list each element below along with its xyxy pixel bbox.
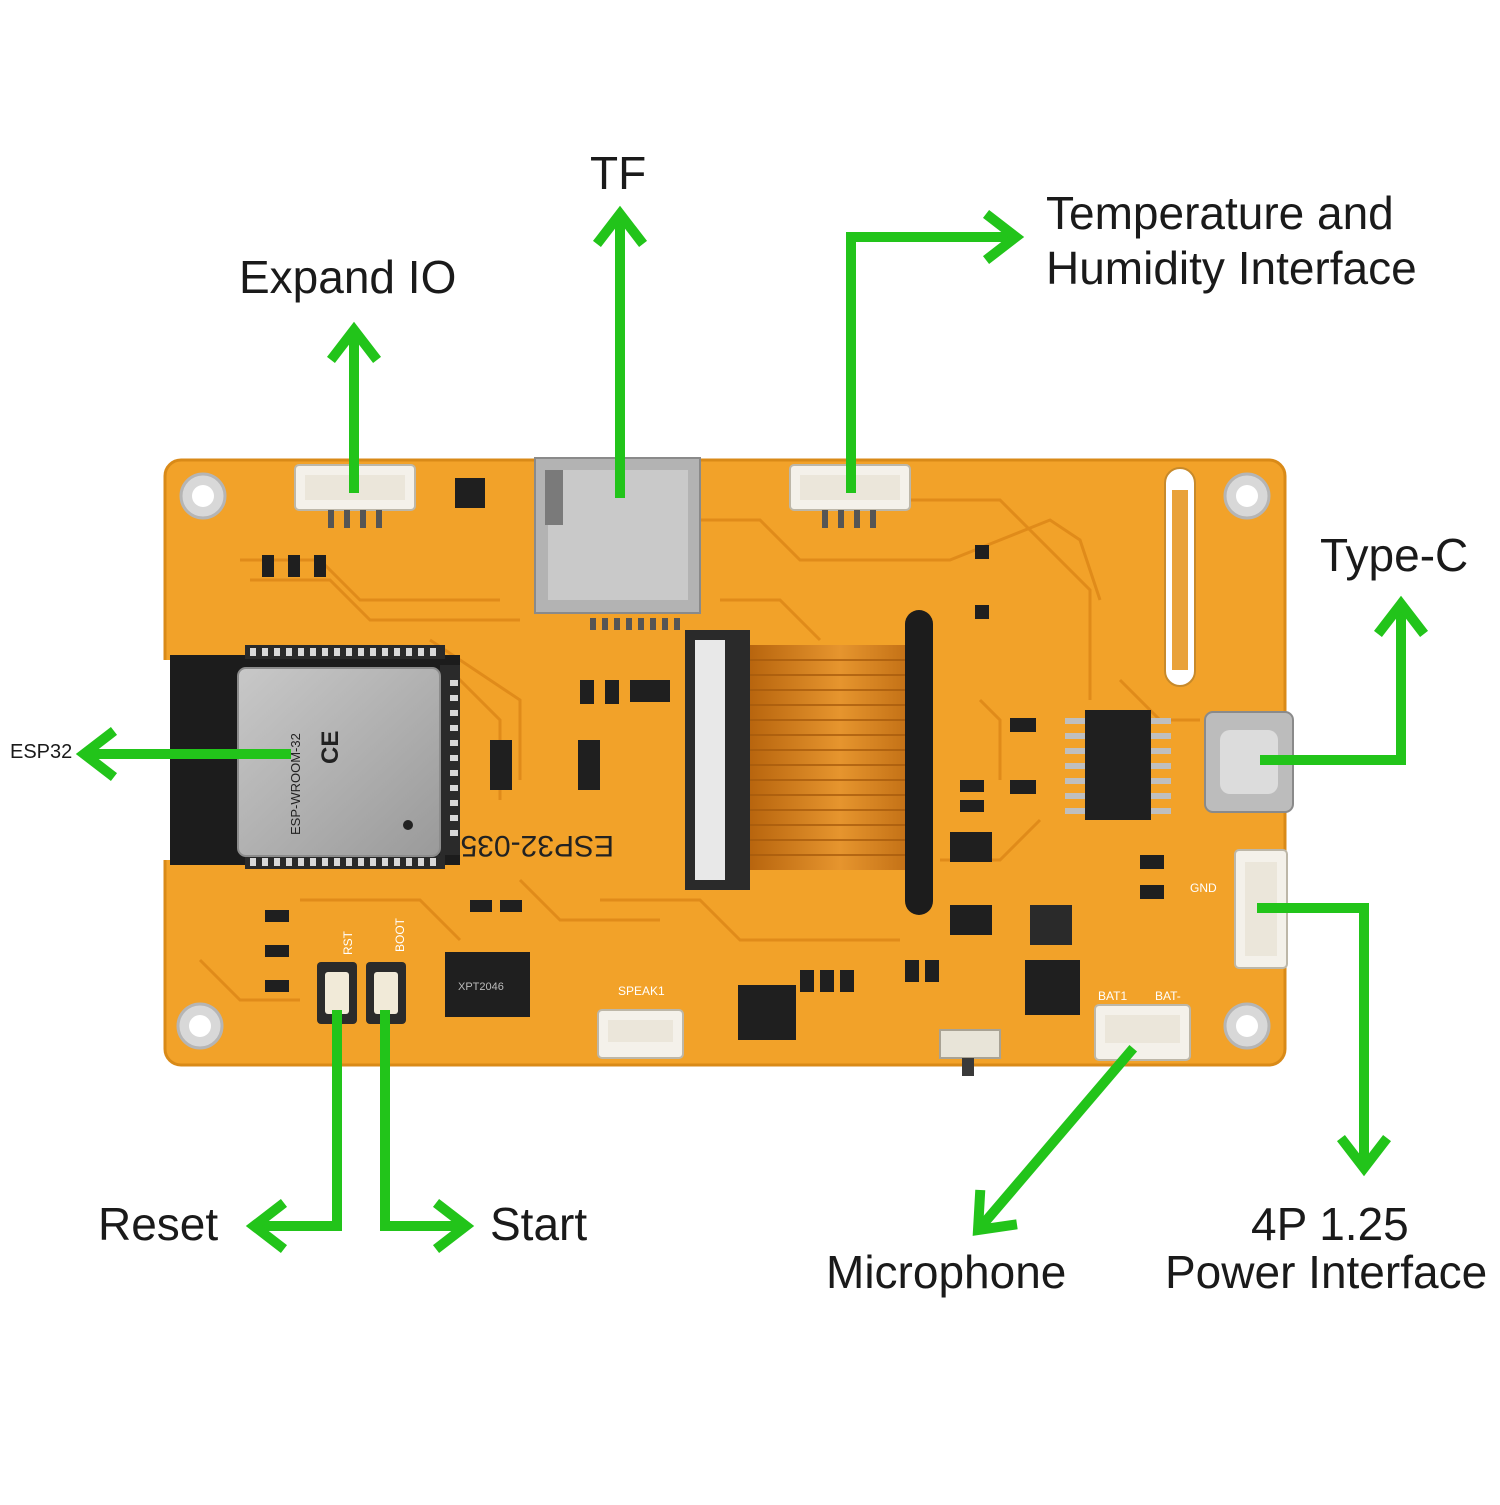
microphone-arrow [977,1044,1138,1230]
start-arrow [380,1010,463,1231]
reset-arrowhead [245,1198,288,1254]
type-c-arrowhead [1373,595,1429,638]
bat-plus-silk-text: BAT1 [1098,989,1127,1003]
microphone-arrowhead [972,1189,1018,1236]
speak-silk-text: SPEAK1 [618,984,665,998]
regulator-2 [950,905,992,935]
charge-chip [1025,960,1080,1015]
esp32-module: ESP-WROOM-32 CE [170,645,460,869]
rst-silk-text: RST [341,930,355,955]
display-ribbon-cable [685,610,933,915]
esp32-label: ESP32 [10,741,73,763]
battery-connector: BAT1 BAT- [1094,989,1191,1061]
module-name-text: ESP-WROOM-32 [288,733,303,835]
boot-button[interactable]: BOOT [366,917,407,1024]
temp-label-line2: Humidity Interface [1046,242,1417,294]
module-cert-text: CE [317,731,344,764]
power-label-line2: Power Interface [1165,1246,1488,1298]
amp-chip [738,985,796,1040]
reset-label: Reset [98,1198,219,1250]
power-switch[interactable] [939,1029,1001,1076]
start-arrowhead [432,1198,475,1254]
power-arrowhead [1336,1134,1392,1177]
esp32-can [237,667,441,857]
start-label: Start [490,1198,588,1250]
inductor [1030,905,1072,945]
speaker-connector: SPEAK1 [597,984,684,1059]
type-c-label: Type-C [1320,529,1469,581]
gnd-silk-text: GND [1190,881,1217,895]
expand-io-arrowhead [326,321,382,364]
power-label-line1: 4P 1.25 [1251,1198,1409,1250]
microphone-label: Microphone [826,1246,1067,1298]
boot-silk-text: BOOT [393,917,407,952]
temp-arrow [846,232,1010,493]
reset-arrow [257,1010,342,1231]
type-c-port [1204,711,1294,813]
pcb-board: ESP-WROOM-32 CE [150,457,1294,1076]
type-c-arrow [1260,607,1406,765]
touch-controller-chip: XPT2046 [445,952,530,1017]
touch-chip-text: XPT2046 [458,981,504,993]
reset-button[interactable]: RST [317,930,357,1024]
tf-label: TF [590,147,647,199]
esp32-arrowhead [75,726,118,782]
usb-serial-chip [1065,710,1171,820]
tf-arrowhead [592,205,648,248]
green-arrow-icon [75,205,1429,1254]
misc-components [262,478,1164,992]
power-arrow [1257,903,1369,1165]
temp-label-line1: Temperature and [1046,187,1394,239]
expand-io-label: Expand IO [239,251,457,303]
bat-minus-silk-text: BAT- [1155,989,1181,1003]
temp-arrowhead [982,209,1025,265]
board-silkscreen-text: ESP32-035 [461,829,614,862]
mount-hole-icon [176,472,1271,1050]
regulator-1 [950,832,992,862]
